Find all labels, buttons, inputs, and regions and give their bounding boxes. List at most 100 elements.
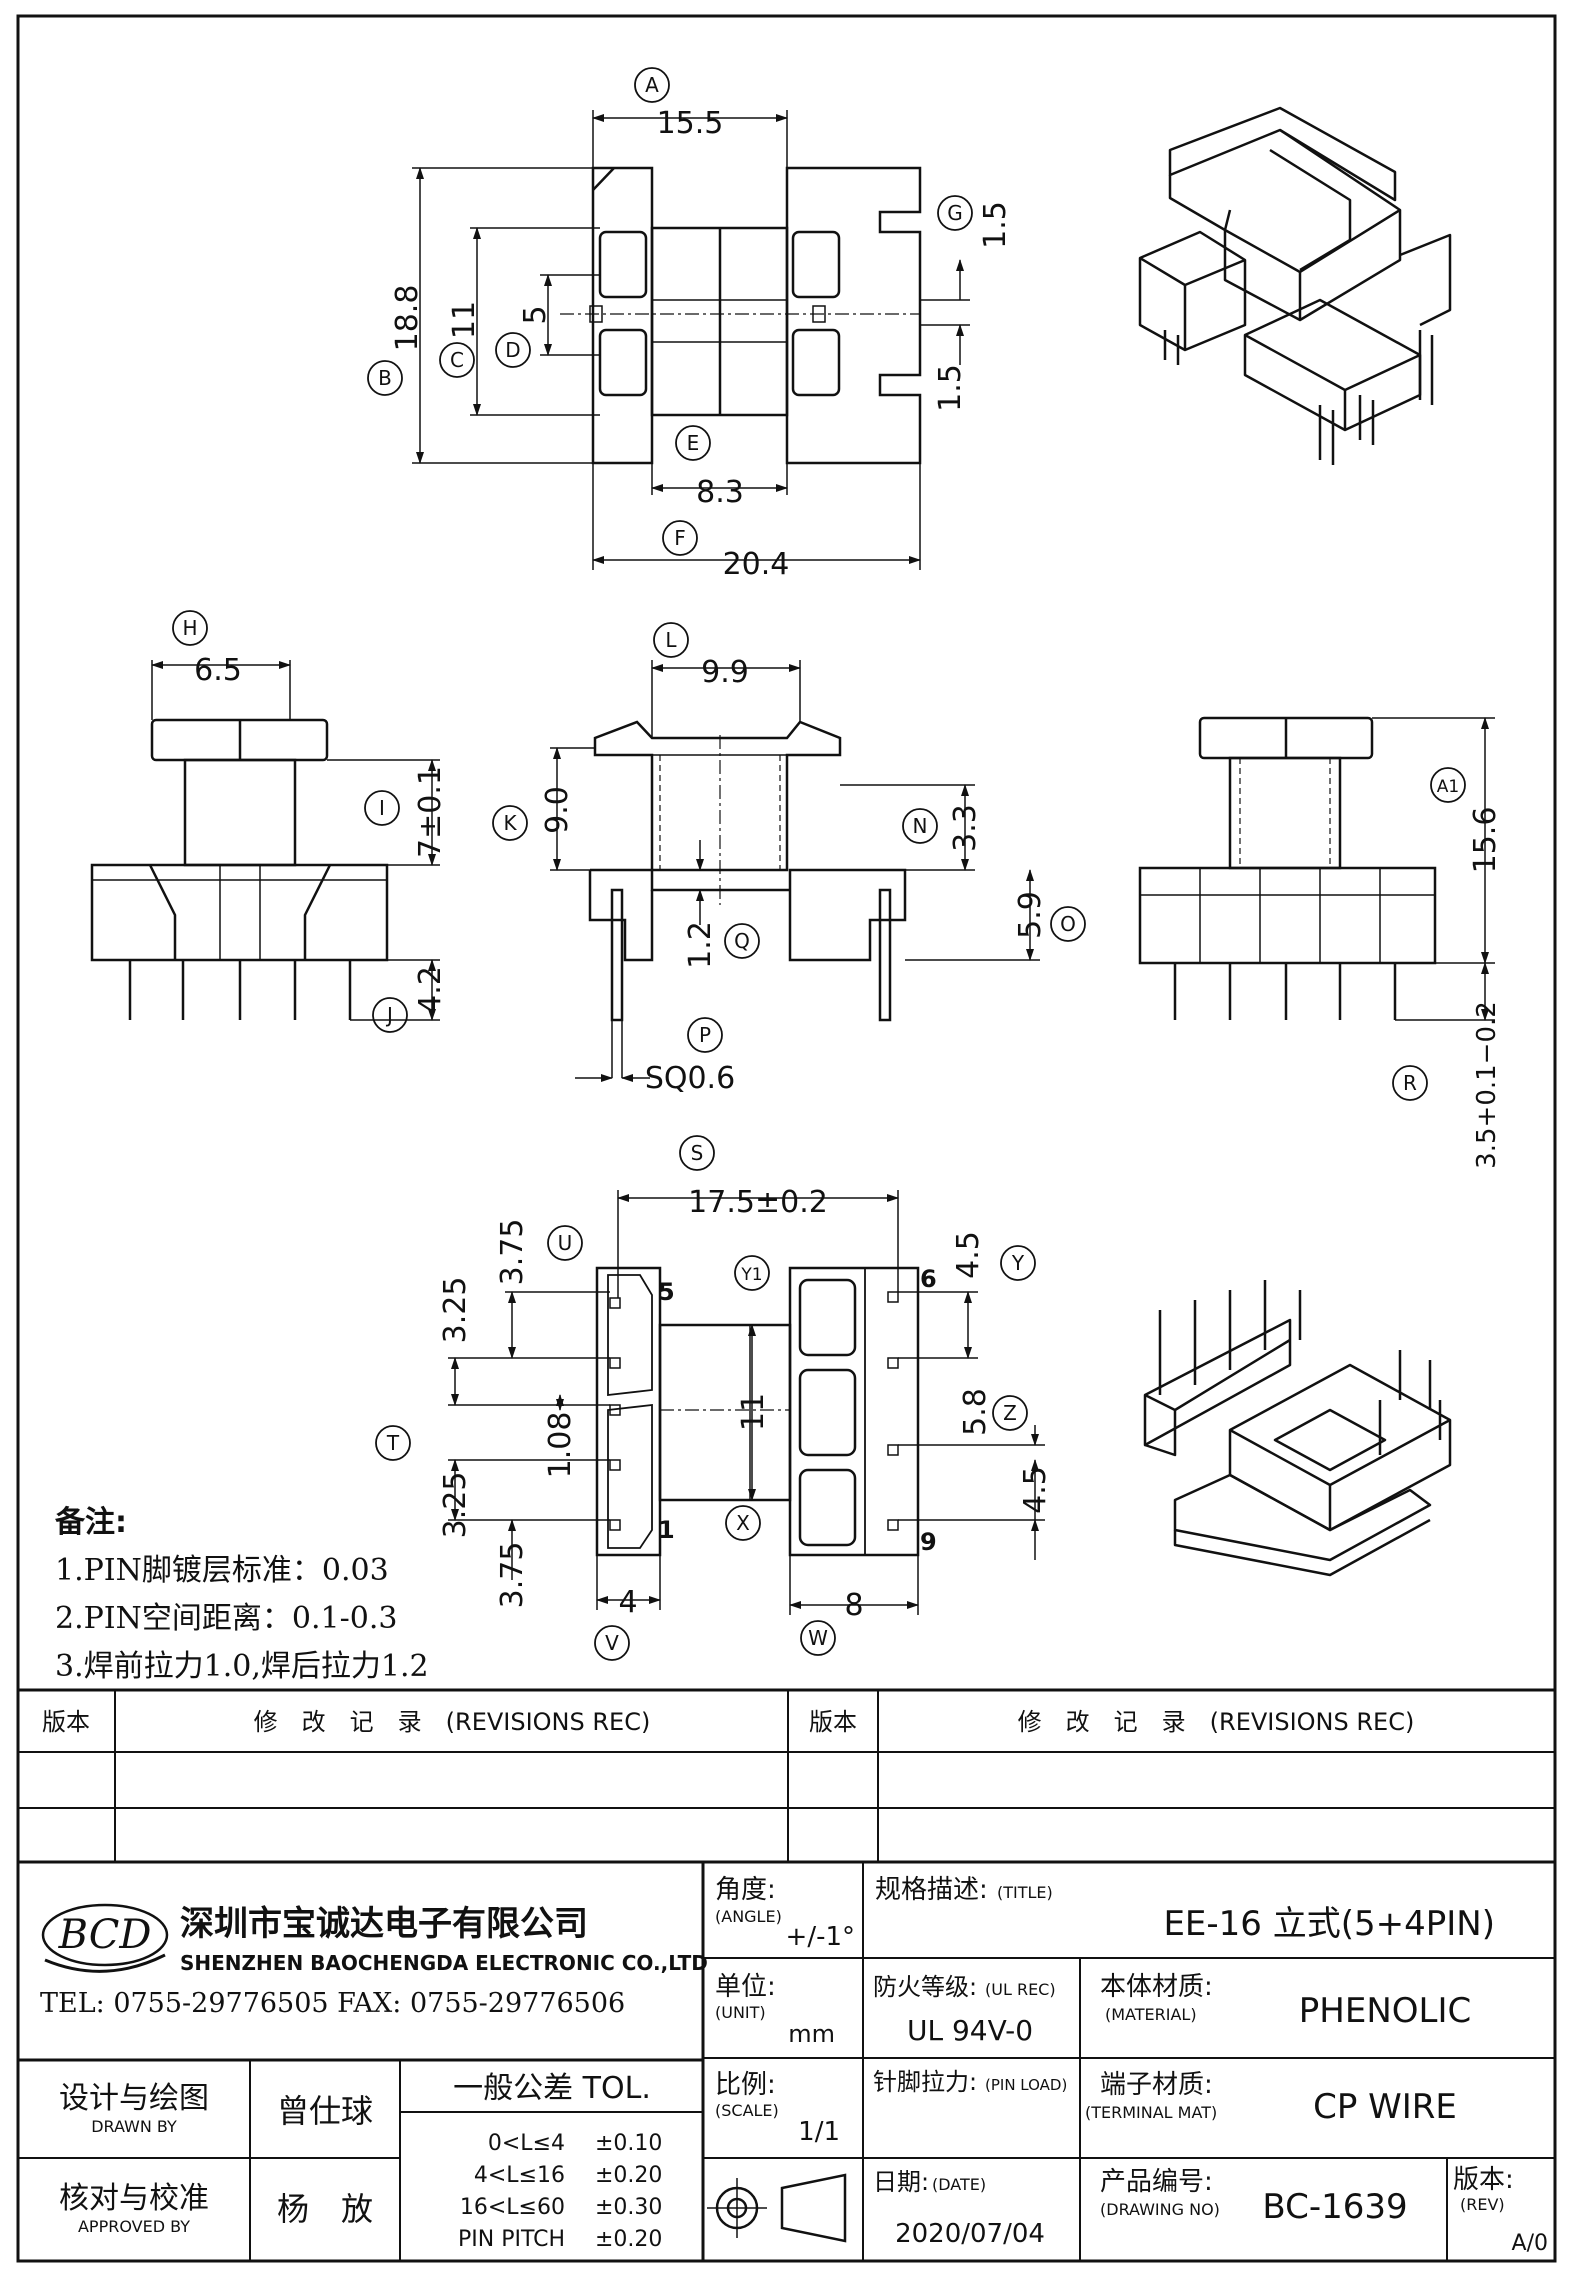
ref-X: X bbox=[736, 1511, 750, 1535]
dim-G-value: 1.5 bbox=[978, 201, 1013, 249]
ref-Z: Z bbox=[1003, 1401, 1017, 1425]
material-value: PHENOLIC bbox=[1299, 1991, 1471, 2031]
rev-col-ver-left: 版本 bbox=[42, 1708, 90, 1736]
rev-col-rec-left: 修 改 记 录 (REVISIONS REC) bbox=[254, 1708, 651, 1736]
dim-G2-value: 1.5 bbox=[933, 364, 968, 412]
reference-callout-letters: A B C D G E F H I J L K N O P Q A1 R S U… bbox=[182, 73, 1459, 1655]
dim-B-value: 18.8 bbox=[390, 285, 425, 352]
pin-load-label-en: (PIN LOAD) bbox=[985, 2076, 1067, 2094]
dimension-lines bbox=[151, 110, 1495, 1615]
drawing-no-label: 产品编号: bbox=[1100, 2167, 1213, 2197]
company-contact: TEL: 0755-29776505 FAX: 0755-29776506 bbox=[40, 1988, 625, 2019]
material-label: 本体材质: bbox=[1100, 1972, 1213, 2002]
ref-P: P bbox=[699, 1023, 711, 1047]
ref-O: O bbox=[1060, 912, 1076, 936]
scale-value: 1/1 bbox=[798, 2117, 840, 2147]
ref-Y1: Y1 bbox=[740, 1265, 762, 1285]
ref-I: I bbox=[379, 796, 385, 820]
angle-label-en: (ANGLE) bbox=[715, 1907, 782, 1926]
ref-W: W bbox=[808, 1626, 828, 1650]
drawn-by-value: 曾仕球 bbox=[277, 2092, 373, 2130]
dim-Z-value: 5.8 bbox=[958, 1388, 993, 1436]
dim-F-value: 20.4 bbox=[723, 547, 790, 582]
ref-H: H bbox=[182, 616, 197, 640]
date-label: 日期: bbox=[873, 2168, 929, 2196]
unit-label: 单位: bbox=[715, 1972, 776, 2002]
terminal-value: CP WIRE bbox=[1313, 2087, 1457, 2127]
notes-title: 备注: bbox=[55, 1505, 127, 1540]
dim-A-value: 15.5 bbox=[657, 106, 724, 141]
dim-V-value: 4 bbox=[618, 1585, 637, 1620]
sheet-border bbox=[16, 14, 1557, 2263]
material-label-en: (MATERIAL) bbox=[1105, 2005, 1197, 2024]
tol-value-1: ±0.10 bbox=[595, 2131, 662, 2156]
title-label-en: (TITLE) bbox=[997, 1883, 1053, 1902]
approved-by-label: 核对与校准 bbox=[59, 2181, 209, 2216]
ref-J: J bbox=[385, 1003, 393, 1027]
rev-col-rec-right: 修 改 记 录 (REVISIONS REC) bbox=[1018, 1708, 1415, 1736]
dim-I-value: 7±0.1 bbox=[413, 766, 448, 858]
dim-Y2-value: 4.5 bbox=[1018, 1466, 1053, 1514]
dim-E-value: 8.3 bbox=[696, 475, 744, 510]
pin-label-5: 5 bbox=[658, 1278, 675, 1306]
pin-label-9: 9 bbox=[920, 1528, 937, 1556]
revision-table bbox=[18, 1688, 1555, 1864]
ref-A1: A1 bbox=[1437, 777, 1459, 797]
drawing-no-label-en: (DRAWING NO) bbox=[1100, 2200, 1220, 2219]
dim-K-value: 9.0 bbox=[540, 786, 575, 834]
dim-C-value: 11 bbox=[447, 301, 482, 339]
date-value: 2020/07/04 bbox=[895, 2219, 1045, 2249]
unit-value: mm bbox=[788, 2020, 835, 2048]
note-1: 1.PIN脚镀层标准：0.03 bbox=[55, 1553, 389, 1588]
ref-U: U bbox=[558, 1231, 573, 1255]
ul-value: UL 94V-0 bbox=[907, 2014, 1033, 2047]
pin-load-label: 针脚拉力: bbox=[873, 2068, 977, 2096]
tol-range-2: 4<L≤16 bbox=[474, 2163, 565, 2188]
dim-L-value: 9.9 bbox=[701, 655, 749, 690]
ref-F: F bbox=[674, 526, 686, 550]
ref-G: G bbox=[947, 201, 963, 225]
dim-N-value: 3.3 bbox=[948, 804, 983, 852]
title-block-grid bbox=[18, 1862, 1555, 2261]
terminal-label-en: (TERMINAL MAT) bbox=[1085, 2103, 1217, 2122]
unit-label-en: (UNIT) bbox=[715, 2003, 766, 2022]
drawn-by-label: 设计与绘图 bbox=[59, 2081, 209, 2116]
ul-label-en: (UL REC) bbox=[985, 1980, 1056, 1999]
ref-C: C bbox=[450, 348, 464, 372]
ref-Q: Q bbox=[734, 929, 750, 953]
angle-value: +/-1° bbox=[786, 1922, 855, 1952]
terminal-label: 端子材质: bbox=[1100, 2070, 1213, 2100]
iso-view-bottom bbox=[1143, 1280, 1452, 1577]
tol-value-4: ±0.20 bbox=[595, 2227, 662, 2252]
top-view bbox=[560, 166, 922, 465]
tol-range-3: 16<L≤60 bbox=[460, 2195, 565, 2220]
ref-K: K bbox=[503, 811, 517, 835]
dim-Tmid-value: 1.08 bbox=[543, 1412, 578, 1479]
dim-D-value: 5 bbox=[518, 305, 553, 324]
side-view-right bbox=[1138, 716, 1437, 1020]
dim-R-value: 3.5+0.1−0.2 bbox=[1472, 1001, 1502, 1169]
ref-L: L bbox=[665, 628, 677, 652]
spec-title-value: EE-16 立式(5+4PIN) bbox=[1163, 1904, 1495, 1944]
rev-value: A/0 bbox=[1512, 2231, 1548, 2256]
tolerance-label: 一般公差 TOL. bbox=[453, 2071, 651, 2106]
reference-callouts bbox=[172, 67, 1466, 1661]
company-logo: BCD bbox=[41, 1903, 169, 1973]
tol-range-4: PIN PITCH bbox=[458, 2227, 565, 2252]
dimension-texts: 15.5 18.8 11 5 1.5 1.5 8.3 20.4 6.5 7±0.… bbox=[194, 106, 1503, 1623]
ref-T: T bbox=[386, 1431, 400, 1455]
dim-J-value: 4.2 bbox=[413, 966, 448, 1014]
dim-S-value: 17.5±0.2 bbox=[688, 1185, 828, 1220]
tol-value-2: ±0.20 bbox=[595, 2163, 662, 2188]
rev-label: 版本: bbox=[1453, 2165, 1514, 2195]
dim-W-value: 8 bbox=[844, 1588, 863, 1623]
title-label: 规格描述: bbox=[875, 1875, 988, 1905]
ref-B: B bbox=[378, 366, 392, 390]
tol-value-3: ±0.30 bbox=[595, 2195, 662, 2220]
pin-label-1: 1 bbox=[658, 1516, 675, 1544]
ref-Y: Y bbox=[1011, 1251, 1025, 1275]
ref-E: E bbox=[687, 431, 700, 455]
pin-label-6: 6 bbox=[920, 1265, 937, 1293]
note-2: 2.PIN空间距离：0.1-0.3 bbox=[55, 1601, 397, 1636]
